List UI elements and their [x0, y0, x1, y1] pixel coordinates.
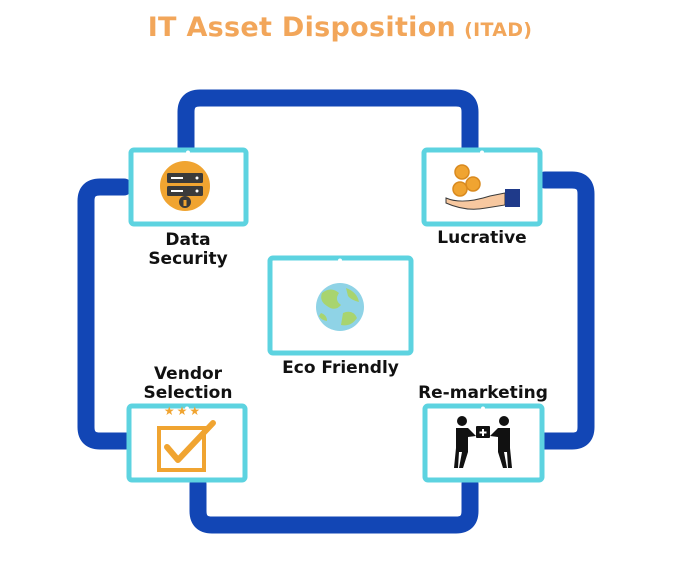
diagram-title: IT Asset Disposition (ITAD) — [0, 12, 680, 43]
people-exchange-icon — [454, 416, 512, 468]
monitor-eco-friendly — [267, 255, 414, 356]
monitor-lucrative — [421, 147, 543, 227]
monitor-vendor-selection — [126, 403, 248, 483]
label-data-security-line1: Data — [165, 230, 211, 250]
hand-coins-icon — [445, 164, 520, 210]
label-vendor-selection: Vendor Selection — [138, 365, 238, 403]
label-lucrative: Lucrative — [437, 228, 527, 248]
globe-icon — [316, 283, 364, 331]
connector-top — [177, 89, 479, 159]
label-remarketing: Re-marketing — [418, 383, 548, 403]
rating-stars: ★★★ — [163, 404, 203, 418]
title-main: IT Asset Disposition — [147, 12, 457, 43]
label-data-security-line2: Security — [148, 249, 228, 269]
connector-right — [533, 171, 595, 450]
connector-bottom — [189, 475, 479, 534]
monitor-data-security — [128, 147, 249, 227]
connector-left — [77, 178, 135, 450]
label-data-security: Data Security — [128, 231, 248, 269]
label-eco-friendly: Eco Friendly — [282, 358, 399, 378]
checkbox-icon — [157, 420, 216, 472]
title-abbreviation: (ITAD) — [464, 19, 533, 41]
server-lock-icon — [160, 161, 210, 211]
monitor-remarketing — [422, 403, 545, 483]
label-vendor-selection-line1: Vendor — [153, 364, 223, 384]
cycle-connectors — [77, 89, 595, 534]
label-vendor-selection-line2: Selection — [143, 383, 233, 403]
